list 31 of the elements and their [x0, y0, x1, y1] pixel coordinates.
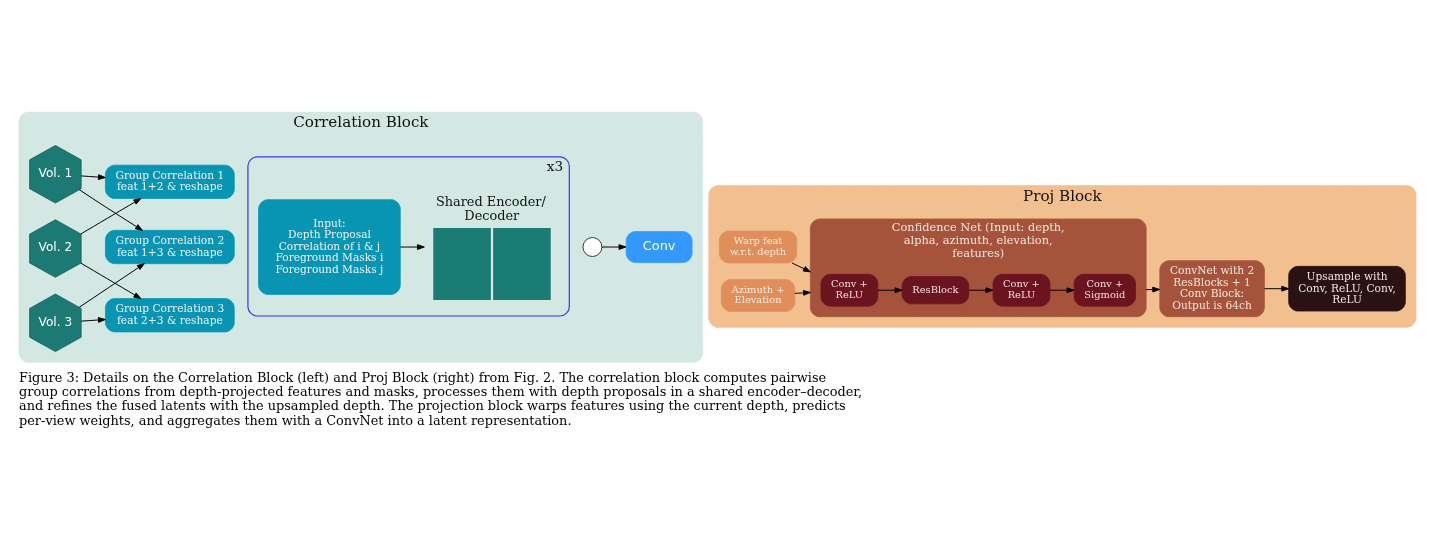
arrow [791, 262, 811, 273]
arrow [1145, 286, 1161, 293]
arrow [968, 287, 994, 294]
node-box: ConvNet with 2 ResBlocks + 1 Conv Block: Output is 64ch [1159, 260, 1265, 318]
node-box: Azimuth + Elevation [720, 279, 796, 312]
node-box: Group Correlation 2 feat 1+3 & reshape [105, 229, 235, 265]
node-box: Warp feat w.r.t. depth [719, 230, 798, 264]
arrow [794, 290, 811, 296]
arrow [1049, 287, 1075, 294]
node-box: ResBlock [901, 276, 970, 305]
arrow [78, 263, 145, 308]
arrow [80, 317, 106, 323]
node-box: Conv + ReLU [992, 273, 1051, 307]
node-box: Upsample with Conv, ReLU, Conv, ReLU [1288, 265, 1406, 312]
node-circle [582, 237, 603, 257]
arrow [80, 198, 142, 235]
arrow [80, 174, 106, 180]
arrow [399, 244, 425, 250]
node-box: Conv + ReLU [820, 273, 879, 307]
arrow [1263, 285, 1290, 292]
node-box: Conv + Sigmoid [1073, 273, 1136, 307]
arrow [601, 244, 627, 250]
arrow [78, 189, 143, 231]
arrow [80, 262, 142, 299]
node-label: Shared Encoder/ Decoder [435, 193, 546, 224]
arrow [877, 287, 903, 294]
node-box: Input: Depth Proposal Correlation of i & j Foreground Masks i Foreground Masks j [258, 199, 401, 295]
node-box: Conv [625, 231, 693, 263]
node-box: Group Correlation 3 feat 2+3 & reshape [105, 298, 235, 333]
caption: Figure 3: Details on the Correlation Block (left) and Proj Block (right) from Fig. 2. The correlation block computes pairwise group correlations from depth-projected features and masks, processes them with depth proposals in a shared encoder–decoder, and refines the fused latents with the upsampled depth. The projection block warps features using the current depth, predicts per-view weights, and aggregates them with a ConvNet into a latent representation. [19, 369, 863, 428]
node-box: Group Correlation 1 feat 1+2 & reshape [105, 164, 235, 199]
